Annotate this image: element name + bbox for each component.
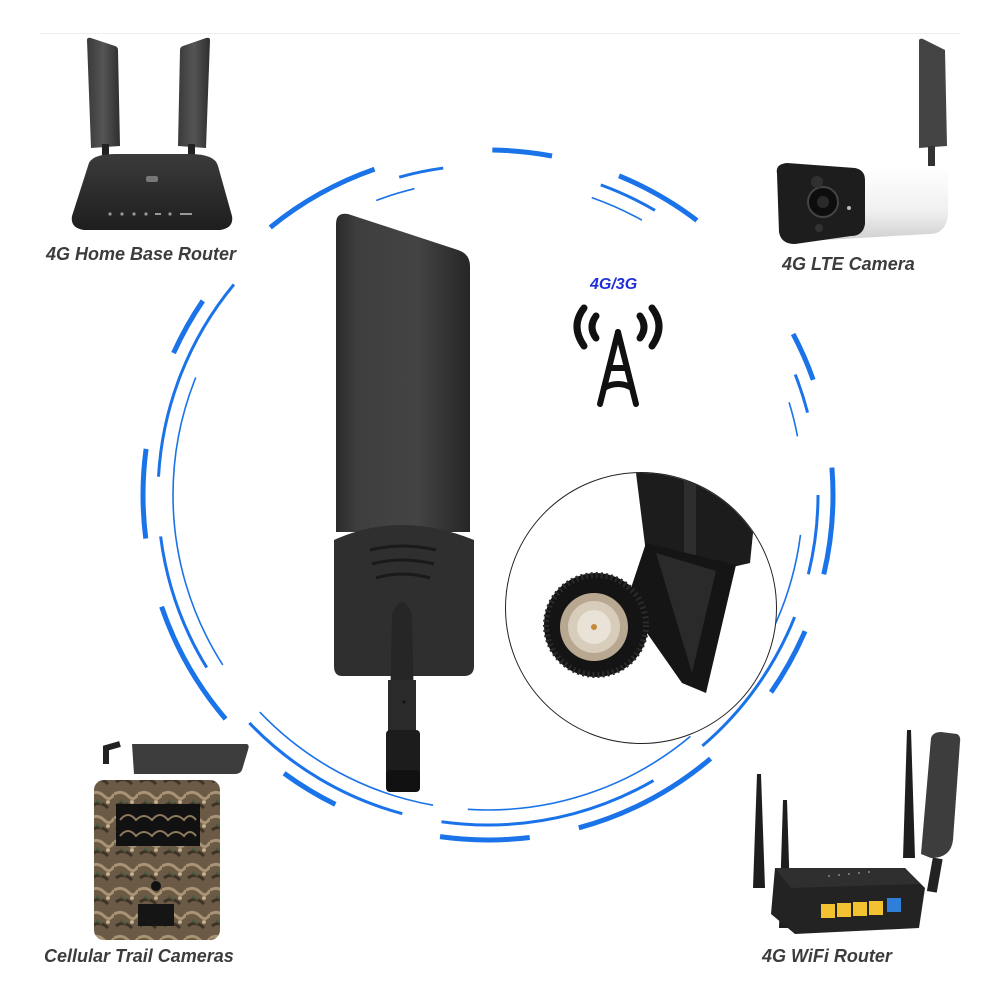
lte-camera-label: 4G LTE Camera (782, 254, 915, 274)
device-wifi-router (735, 728, 965, 938)
cell-tower-icon (568, 300, 668, 412)
paddle-antenna-product (330, 210, 480, 810)
security-camera-icon (776, 38, 949, 244)
sma-connector-icon (543, 473, 756, 693)
wifi-router-icon (753, 730, 961, 934)
wifi-router-label: 4G WiFi Router (762, 946, 892, 966)
device-trail-camera (90, 740, 260, 940)
paddle-antenna-icon (334, 213, 474, 792)
device-lte-camera (765, 36, 955, 246)
trail-camera-icon (94, 741, 249, 940)
device-home-router (60, 36, 250, 236)
sma-connector-closeup (505, 472, 777, 744)
router-icon (71, 37, 233, 230)
home-router-label: 4G Home Base Router (46, 244, 237, 264)
trail-camera-label: Cellular Trail Cameras (44, 946, 234, 966)
top-divider (40, 33, 960, 34)
network-label: 4G/3G (590, 276, 638, 293)
